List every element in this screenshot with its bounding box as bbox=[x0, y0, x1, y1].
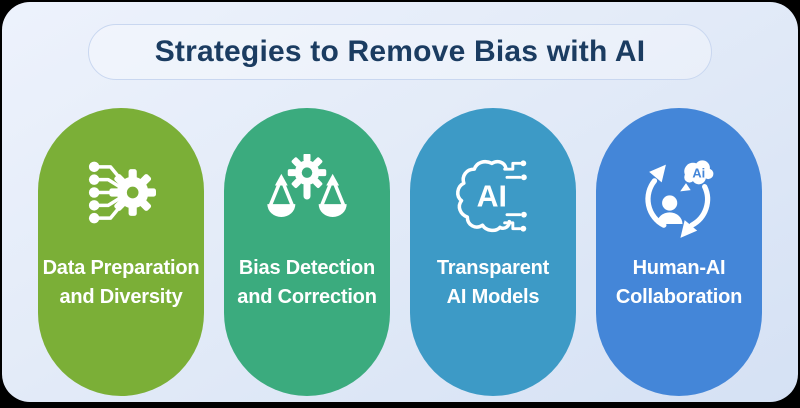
card-label-line2: and Diversity bbox=[59, 286, 183, 308]
data-branches-gear-icon bbox=[88, 161, 157, 224]
card-transparent-ai: AI Transparent AI Models bbox=[410, 108, 576, 396]
card-label-line1: Transparent bbox=[436, 257, 550, 279]
balance-scale-gear-icon bbox=[267, 154, 347, 217]
card-label-line1: Human-AI bbox=[632, 257, 726, 279]
card-label: Transparent AI Models bbox=[437, 254, 549, 312]
strategy-cards: Data Preparation and Diversity bbox=[2, 108, 798, 396]
card-bias-detection: Bias Detection and Correction bbox=[224, 108, 390, 396]
infographic-frame: Strategies to Remove Bias with AI bbox=[2, 2, 798, 402]
card-label-line1: Data Preparation bbox=[42, 257, 200, 279]
title-box: Strategies to Remove Bias with AI bbox=[88, 24, 712, 80]
card-label: Data Preparation and Diversity bbox=[43, 254, 200, 312]
card-label-line2: Collaboration bbox=[615, 286, 743, 308]
ai-bubble-text: Ai bbox=[692, 165, 705, 180]
ai-brain-circuit-icon: AI bbox=[456, 159, 527, 233]
card-label-line1: Bias Detection bbox=[238, 257, 376, 279]
page-title: Strategies to Remove Bias with AI bbox=[154, 35, 646, 68]
ai-icon-text: AI bbox=[477, 181, 507, 214]
card-label: Bias Detection and Correction bbox=[237, 254, 377, 312]
card-human-ai: Ai Human-AI Collaboration bbox=[596, 108, 762, 396]
card-label: Human-AI Collaboration bbox=[616, 254, 742, 312]
card-label-line2: and Correction bbox=[237, 286, 377, 308]
card-label-line2: AI Models bbox=[446, 286, 540, 308]
card-data-preparation: Data Preparation and Diversity bbox=[38, 108, 204, 396]
human-ai-cycle-icon: Ai bbox=[645, 160, 714, 238]
